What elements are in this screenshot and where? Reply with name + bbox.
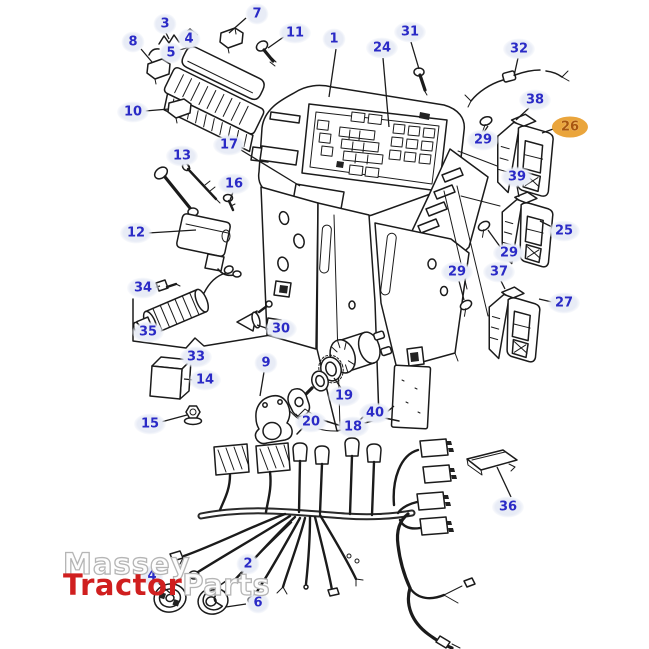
wiring-harness — [170, 438, 475, 648]
ignition-barrel-assembly — [288, 325, 399, 434]
tray-36 — [467, 450, 517, 475]
callout-18[interactable]: 18 — [336, 416, 370, 438]
callout-17[interactable]: 17 — [212, 134, 246, 156]
callout-15[interactable]: 15 — [133, 413, 167, 435]
callout-35[interactable]: 35 — [131, 321, 165, 343]
callout-4[interactable]: 4 — [177, 28, 201, 50]
callout-29[interactable]: 29 — [492, 242, 526, 264]
connector-block-10 — [168, 99, 191, 123]
callout-4[interactable]: 4 — [140, 565, 164, 587]
callout-27[interactable]: 27 — [547, 292, 581, 314]
callout-7[interactable]: 7 — [245, 3, 269, 25]
callout-33[interactable]: 33 — [179, 346, 213, 368]
panel-sheet-40 — [391, 365, 430, 429]
knob-30 — [237, 301, 272, 331]
callout-11[interactable]: 11 — [278, 22, 312, 44]
callout-29[interactable]: 29 — [466, 129, 500, 151]
bolt-11 — [255, 39, 276, 66]
callout-39[interactable]: 39 — [500, 166, 534, 188]
callout-16[interactable]: 16 — [217, 173, 251, 195]
callout-13[interactable]: 13 — [165, 145, 199, 167]
callout-29[interactable]: 29 — [440, 261, 474, 283]
callout-26-highlighted[interactable]: 26 — [551, 116, 589, 138]
mounting-plate-9 — [255, 396, 292, 444]
callout-2[interactable]: 2 — [236, 553, 260, 575]
light-switch-12 — [152, 165, 241, 277]
callout-30[interactable]: 30 — [264, 318, 298, 340]
callout-9[interactable]: 9 — [254, 352, 278, 374]
callout-34[interactable]: 34 — [126, 277, 160, 299]
callout-6[interactable]: 6 — [246, 592, 270, 614]
callout-32[interactable]: 32 — [502, 38, 536, 60]
callout-14[interactable]: 14 — [188, 369, 222, 391]
bolt-31 — [414, 68, 427, 95]
callout-5[interactable]: 5 — [159, 42, 183, 64]
callout-25[interactable]: 25 — [547, 220, 581, 242]
callout-10[interactable]: 10 — [116, 101, 150, 123]
callout-20[interactable]: 20 — [294, 411, 328, 433]
callout-36[interactable]: 36 — [491, 496, 525, 518]
callout-19[interactable]: 19 — [327, 385, 361, 407]
callout-8[interactable]: 8 — [121, 31, 145, 53]
callout-12[interactable]: 12 — [119, 222, 153, 244]
callout-3[interactable]: 3 — [153, 13, 177, 35]
callout-1[interactable]: 1 — [322, 28, 346, 50]
callout-24[interactable]: 24 — [365, 37, 399, 59]
callout-38[interactable]: 38 — [518, 89, 552, 111]
wire-harness-32 — [465, 70, 569, 107]
callout-37[interactable]: 37 — [482, 261, 516, 283]
callout-40[interactable]: 40 — [358, 402, 392, 424]
callout-31[interactable]: 31 — [393, 21, 427, 43]
